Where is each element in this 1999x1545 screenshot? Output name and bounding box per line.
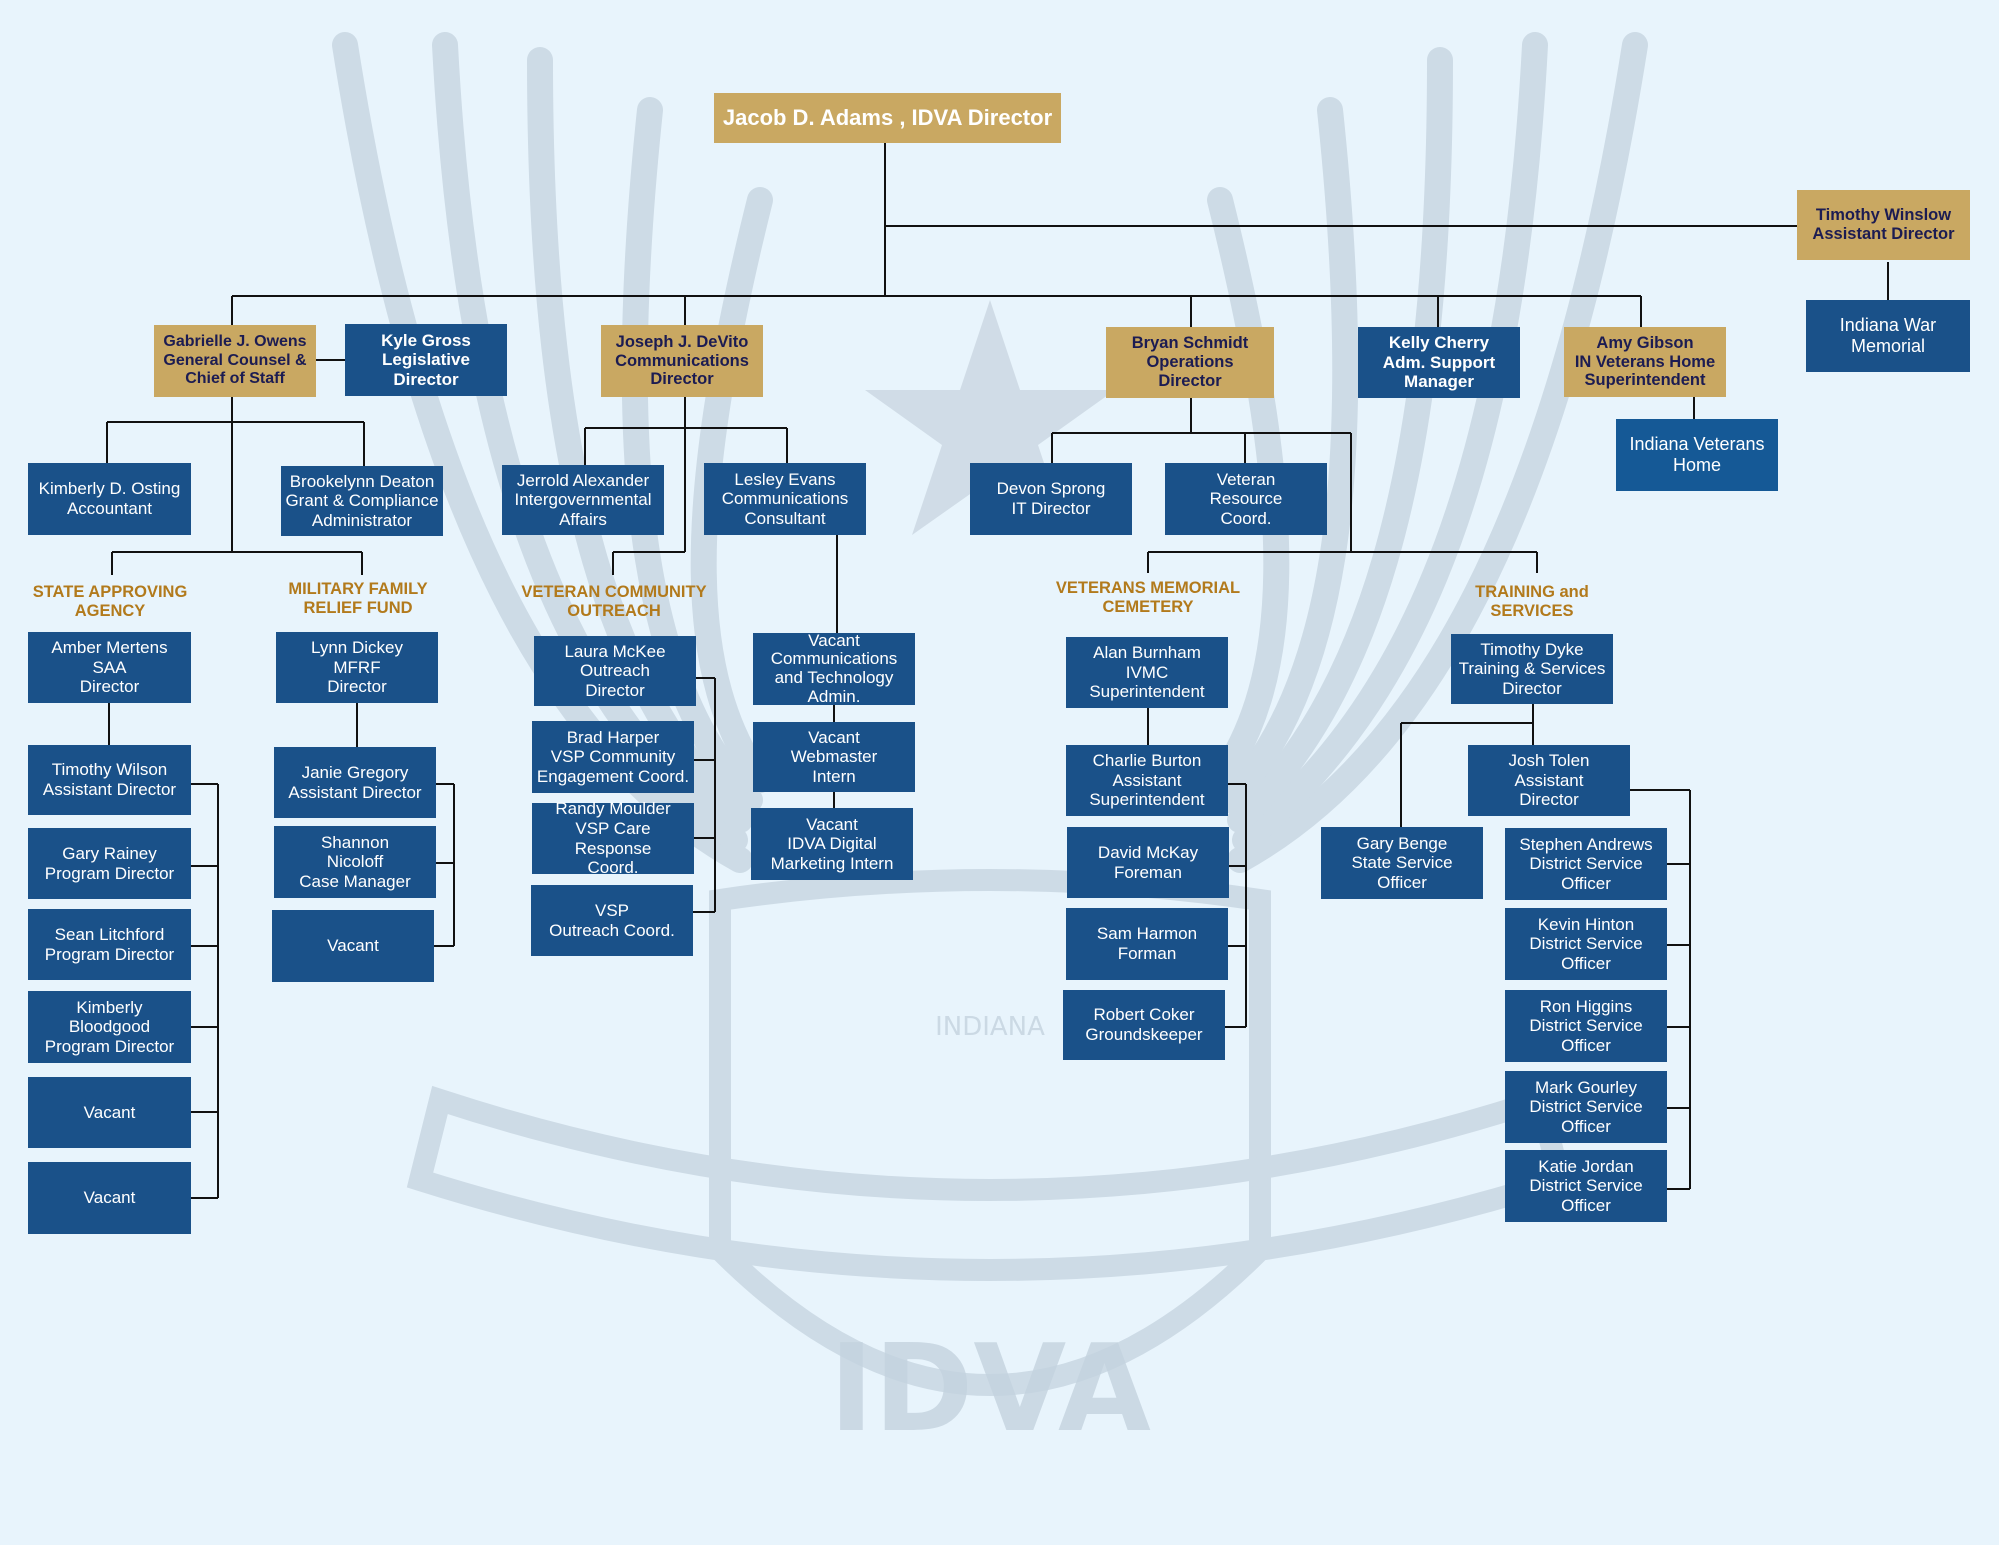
state-service-officer-box[interactable]: Gary Benge State Service Officer bbox=[1321, 827, 1483, 899]
general-counsel-box[interactable]: Gabrielle J. Owens General Counsel & Chi… bbox=[154, 325, 316, 397]
saa-program-director-box[interactable]: Sean Litchford Program Director bbox=[28, 909, 191, 980]
mfrf-case-manager-box[interactable]: Shannon Nicoloff Case Manager bbox=[274, 826, 436, 898]
district-service-officer-box[interactable]: Kevin Hinton District Service Officer bbox=[1505, 908, 1667, 980]
accountant-box[interactable]: Kimberly D. Osting Accountant bbox=[28, 463, 191, 535]
mfrf-vacant-box[interactable]: Vacant bbox=[272, 910, 434, 982]
indiana-war-memorial-box[interactable]: Indiana War Memorial bbox=[1806, 300, 1970, 372]
tas-assistant-director-box[interactable]: Josh Tolen Assistant Director bbox=[1468, 745, 1630, 816]
veterans-home-superintendent-box[interactable]: Amy Gibson IN Veterans Home Superintende… bbox=[1564, 327, 1726, 397]
director-box[interactable]: Jacob D. Adams , IDVA Director bbox=[714, 93, 1061, 143]
ivmc-superintendent-box[interactable]: Alan Burnham IVMC Superintendent bbox=[1066, 637, 1228, 708]
watermark-text: IDVA bbox=[829, 1320, 1151, 1459]
district-service-officer-box[interactable]: Ron Higgins District Service Officer bbox=[1505, 990, 1667, 1062]
section-veterans-memorial-cemetery: VETERANS MEMORIAL CEMETERY bbox=[1055, 579, 1241, 616]
district-service-officer-box[interactable]: Mark Gourley District Service Officer bbox=[1505, 1071, 1667, 1143]
operations-director-box[interactable]: Bryan Schmidt Operations Director bbox=[1106, 327, 1274, 398]
saa-vacant-box[interactable]: Vacant bbox=[28, 1077, 191, 1148]
vsp-outreach-coord-box[interactable]: VSP Outreach Coord. bbox=[531, 885, 693, 956]
grant-admin-box[interactable]: Brookelynn Deaton Grant & Compliance Adm… bbox=[281, 466, 443, 536]
foreman-box[interactable]: David McKay Foreman bbox=[1067, 827, 1229, 898]
digital-marketing-intern-box[interactable]: Vacant IDVA Digital Marketing Intern bbox=[751, 808, 913, 880]
communications-director-box[interactable]: Joseph J. DeVito Communications Director bbox=[601, 325, 763, 397]
outreach-director-box[interactable]: Laura McKee Outreach Director bbox=[534, 636, 696, 706]
section-state-approving-agency: STATE APPROVING AGENCY bbox=[32, 583, 188, 620]
comms-consultant-box[interactable]: Lesley Evans Communications Consultant bbox=[704, 463, 866, 535]
section-military-family-relief-fund: MILITARY FAMILY RELIEF FUND bbox=[288, 580, 428, 617]
district-service-officer-box[interactable]: Stephen Andrews District Service Officer bbox=[1505, 828, 1667, 900]
vsp-care-response-coord-box[interactable]: Randy Moulder VSP Care Response Coord. bbox=[532, 799, 694, 877]
section-veteran-community-outreach: VETERAN COMMUNITY OUTREACH bbox=[521, 583, 707, 620]
groundskeeper-box[interactable]: Robert Coker Groundskeeper bbox=[1063, 990, 1225, 1060]
indiana-veterans-home-box[interactable]: Indiana Veterans Home bbox=[1616, 419, 1778, 491]
assistant-director-box[interactable]: Timothy Winslow Assistant Director bbox=[1797, 190, 1970, 260]
assistant-superintendent-box[interactable]: Charlie Burton Assistant Superintendent bbox=[1066, 745, 1228, 816]
adm-support-box[interactable]: Kelly Cherry Adm. Support Manager bbox=[1358, 327, 1520, 398]
training-services-director-box[interactable]: Timothy Dyke Training & Services Directo… bbox=[1451, 634, 1613, 704]
intergovernmental-affairs-box[interactable]: Jerrold Alexander Intergovernmental Affa… bbox=[502, 465, 664, 535]
veteran-resource-box[interactable]: Veteran Resource Coord. bbox=[1165, 463, 1327, 535]
it-director-box[interactable]: Devon Sprong IT Director bbox=[970, 463, 1132, 535]
mfrf-assistant-director-box[interactable]: Janie Gregory Assistant Director bbox=[274, 747, 436, 818]
saa-director-box[interactable]: Amber Mertens SAA Director bbox=[28, 632, 191, 703]
saa-assistant-director-box[interactable]: Timothy Wilson Assistant Director bbox=[28, 745, 191, 815]
saa-vacant-box[interactable]: Vacant bbox=[28, 1162, 191, 1234]
mfrf-director-box[interactable]: Lynn Dickey MFRF Director bbox=[276, 632, 438, 703]
vsp-engagement-coord-box[interactable]: Brad Harper VSP Community Engagement Coo… bbox=[532, 721, 694, 793]
webmaster-intern-box[interactable]: Vacant Webmaster Intern bbox=[753, 722, 915, 792]
foreman-box[interactable]: Sam Harmon Forman bbox=[1066, 908, 1228, 980]
saa-program-director-box[interactable]: Kimberly Bloodgood Program Director bbox=[28, 991, 191, 1063]
watermark-arc-text: INDIANA bbox=[935, 1012, 1045, 1042]
saa-program-director-box[interactable]: Gary Rainey Program Director bbox=[28, 828, 191, 899]
district-service-officer-box[interactable]: Katie Jordan District Service Officer bbox=[1505, 1150, 1667, 1222]
comms-tech-admin-box[interactable]: Vacant Communications and Technology Adm… bbox=[753, 631, 915, 706]
legislative-director-box[interactable]: Kyle Gross Legislative Director bbox=[345, 324, 507, 396]
section-training-and-services: TRAINING and SERVICES bbox=[1475, 583, 1589, 620]
